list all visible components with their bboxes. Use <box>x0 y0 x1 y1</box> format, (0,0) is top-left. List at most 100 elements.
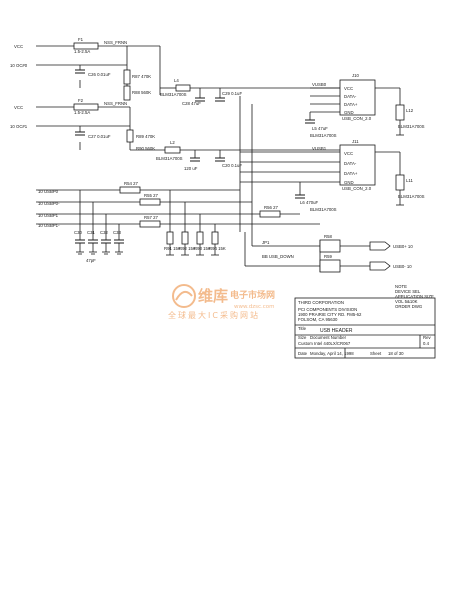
l6-label: L6 470uF <box>300 200 319 205</box>
inductor-l11 <box>395 174 405 191</box>
tb-title-label: Title <box>298 326 307 331</box>
r92-label: R92 15K <box>179 246 196 251</box>
resistor-r54 <box>119 186 141 194</box>
resistor-r57 <box>139 220 161 228</box>
note-line2: DEVICE SEL <box>395 289 421 294</box>
r54-label: R54 27 <box>124 181 138 186</box>
watermark-brand-tail: 电子市场网 <box>230 289 275 301</box>
tb-doc-label: Document Number <box>310 335 347 340</box>
c28-label: C28 47uF <box>182 101 201 106</box>
l6-ref: BLM31A700S <box>310 207 337 212</box>
r87-label: R87 470K <box>132 74 151 79</box>
label-oc0: 10 OC#0 <box>10 63 28 68</box>
j11-pin-datap: DATA+ <box>344 171 358 176</box>
label-oc1: 10 OC#1 <box>10 124 28 129</box>
r94-label: R94 15K <box>209 246 226 251</box>
r89-label: R89 470K <box>136 134 155 139</box>
vusb1-label: VUSB1 <box>312 146 327 151</box>
watermark-logo-icon <box>172 284 196 308</box>
r88-label: R88 560K <box>132 90 151 95</box>
tb-address2: FOLSOM, CA 95630 <box>298 317 338 322</box>
resistor-r93 <box>196 231 204 245</box>
label-vcc-mid: VCC <box>14 105 23 110</box>
tb-size-label: Size <box>298 335 307 340</box>
resistor-r55 <box>139 198 161 206</box>
j11-pin-vcc: VCC <box>344 151 353 156</box>
watermark: 维库 电子市场网 www.dzsc.com 全球最大IC采购网站 <box>168 284 275 320</box>
l12-ref: L12 <box>406 108 414 113</box>
l5-label: L5 47uF <box>312 126 328 131</box>
tb-division: PCI COMPONENTS DIVISION <box>298 307 357 312</box>
r56-label: R56 27 <box>264 205 278 210</box>
resistor-r88 <box>123 85 131 101</box>
j11-conn: USB_CON_2.0 <box>342 186 372 191</box>
r55-label: R55 27 <box>144 193 158 198</box>
r59-label: R59 <box>324 254 332 259</box>
l2-ref: L2 <box>170 140 175 145</box>
vusb0-label: VUSB0 <box>312 82 327 87</box>
net-vcc5a: NSS_FRNN <box>104 40 127 45</box>
tb-address1: 1900 PRAIRIE CITY RD. FM5-62 <box>298 312 362 317</box>
fuse-f2 <box>73 103 99 111</box>
usbout-n-arrow <box>369 261 391 271</box>
c27-label: C27 0.01uF <box>88 134 111 139</box>
tb-date-label: Date <box>298 351 308 356</box>
inductor-l2 <box>164 146 181 154</box>
l4-val: BLM31A700S <box>160 92 187 97</box>
bb-label: BB USB_DOWN <box>262 254 294 259</box>
usbout-n-label: USB0- 10 <box>393 264 412 269</box>
usbout-p-label: USB0+ 10 <box>393 244 413 249</box>
tb-date-value: Monday, April 14, 1998 <box>310 351 354 356</box>
resistor-r58 <box>319 239 341 253</box>
off-page-connectors <box>369 241 391 271</box>
j10-pin-datan: DATA- <box>344 94 357 99</box>
note-line1: NOTE <box>395 284 407 289</box>
c31-label: C31 <box>87 230 95 235</box>
j10-conn: USB_CON_2.0 <box>342 116 372 121</box>
tb-title: USB HEADER <box>320 328 353 334</box>
resistor-r59 <box>319 259 341 273</box>
wires <box>36 45 401 272</box>
title-block <box>294 297 436 359</box>
labels: VCC 10 OC#0 VCC 10 OC#1 10 USBP0 10 USBP… <box>10 37 434 309</box>
usbout-p-arrow <box>369 241 391 251</box>
r91-label: R91 15K <box>164 246 181 251</box>
tb-company: THIRD CORPORATION <box>298 300 344 305</box>
j10-pin-datap: DATA+ <box>344 102 358 107</box>
tb-rev-value: 0.4 <box>423 341 430 346</box>
watermark-url: www.dzsc.com <box>234 304 275 310</box>
inductor-l4 <box>175 84 191 92</box>
inductor-l12 <box>395 104 405 121</box>
r93-label: R93 15K <box>194 246 211 251</box>
watermark-brand: 维库 <box>198 287 228 305</box>
ground-symbols <box>76 134 404 256</box>
caps-value: 47pF <box>86 258 96 263</box>
title-block-text: THIRD CORPORATION PCI COMPONENTS DIVISIO… <box>298 300 431 356</box>
net-vcc5b: NSS_FRNN <box>104 101 127 106</box>
j10-pin-gnd: GND <box>344 110 354 115</box>
f2-val: 1.5-2.5A <box>74 110 90 115</box>
note-line3: APPLICATION SIZE <box>395 294 434 299</box>
resistor-r56 <box>259 210 281 218</box>
note-line4: VOL 5&10K <box>395 299 418 304</box>
resistor-r91 <box>166 231 174 245</box>
l4-ref: L4 <box>174 78 179 83</box>
c30-label: C30 <box>74 230 82 235</box>
f2-ref: F2 <box>78 98 84 103</box>
inline-components <box>73 42 405 273</box>
c26-label: C26 0.01uF <box>88 72 111 77</box>
resistor-r89 <box>126 129 134 143</box>
c32-label: C32 <box>100 230 108 235</box>
r90-label: R90 560K <box>136 146 155 151</box>
resistor-r94 <box>211 231 219 245</box>
j10-pin-vcc: VCC <box>344 86 353 91</box>
note-line5: ORDER DWG <box>395 304 423 309</box>
tb-sheet-label: Sheet <box>370 351 382 356</box>
tb-sheet-value: 18 of 30 <box>388 351 404 356</box>
label-usbp1: 10 USBP1 <box>38 213 59 218</box>
j11-pin-gnd: GND <box>344 180 354 185</box>
c33-label: C33 <box>113 230 121 235</box>
c29-label: C29 0.1uF <box>222 91 242 96</box>
resistor-r92 <box>181 231 189 245</box>
